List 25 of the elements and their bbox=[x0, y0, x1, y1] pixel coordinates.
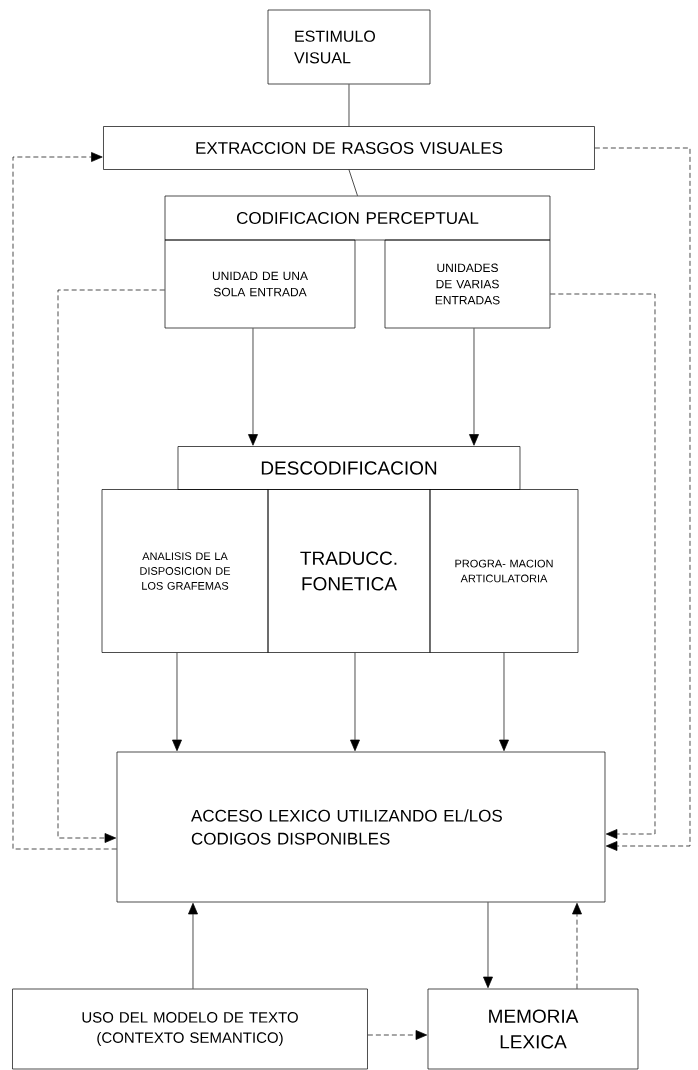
arrow bbox=[188, 902, 198, 989]
arrow bbox=[483, 902, 493, 989]
process-box: ANALISIS DE LA DISPOSICION DE LOS GRAFEMAS bbox=[101, 489, 269, 653]
process-box: DESCODIFICACION bbox=[177, 446, 521, 490]
process-box: UNIDADES DE VARIAS ENTRADAS bbox=[384, 239, 551, 329]
arrow bbox=[469, 328, 479, 446]
arrow bbox=[172, 652, 182, 752]
process-box: CODIFICACION PERCEPTUAL bbox=[164, 195, 551, 241]
arrow bbox=[550, 293, 656, 839]
arrow bbox=[499, 652, 509, 752]
process-box: PROGRA- MACION ARTICULATORIA bbox=[429, 489, 579, 653]
process-box: USO DEL MODELO DE TEXTO (CONTEXTO SEMANTICO) bbox=[12, 988, 368, 1070]
arrow bbox=[594, 147, 691, 851]
process-box: ACCESO LEXICO UTILIZANDO EL/LOS CODIGOS DISPONIBLES bbox=[116, 751, 606, 903]
process-box: UNIDAD DE UNA SOLA ENTRADA bbox=[164, 239, 356, 329]
process-box: TRADUCC. FONETICA bbox=[267, 489, 431, 653]
arrow bbox=[367, 1030, 428, 1040]
process-box: ESTIMULO VISUAL bbox=[267, 9, 431, 85]
arrow bbox=[57, 289, 165, 843]
process-box: EXTRACCION DE RASGOS VISUALES bbox=[103, 126, 595, 170]
process-box: MEMORIA LEXICA bbox=[427, 988, 639, 1070]
arrow bbox=[12, 152, 117, 850]
arrow bbox=[248, 328, 258, 446]
arrow bbox=[350, 652, 360, 752]
arrow bbox=[572, 902, 582, 989]
